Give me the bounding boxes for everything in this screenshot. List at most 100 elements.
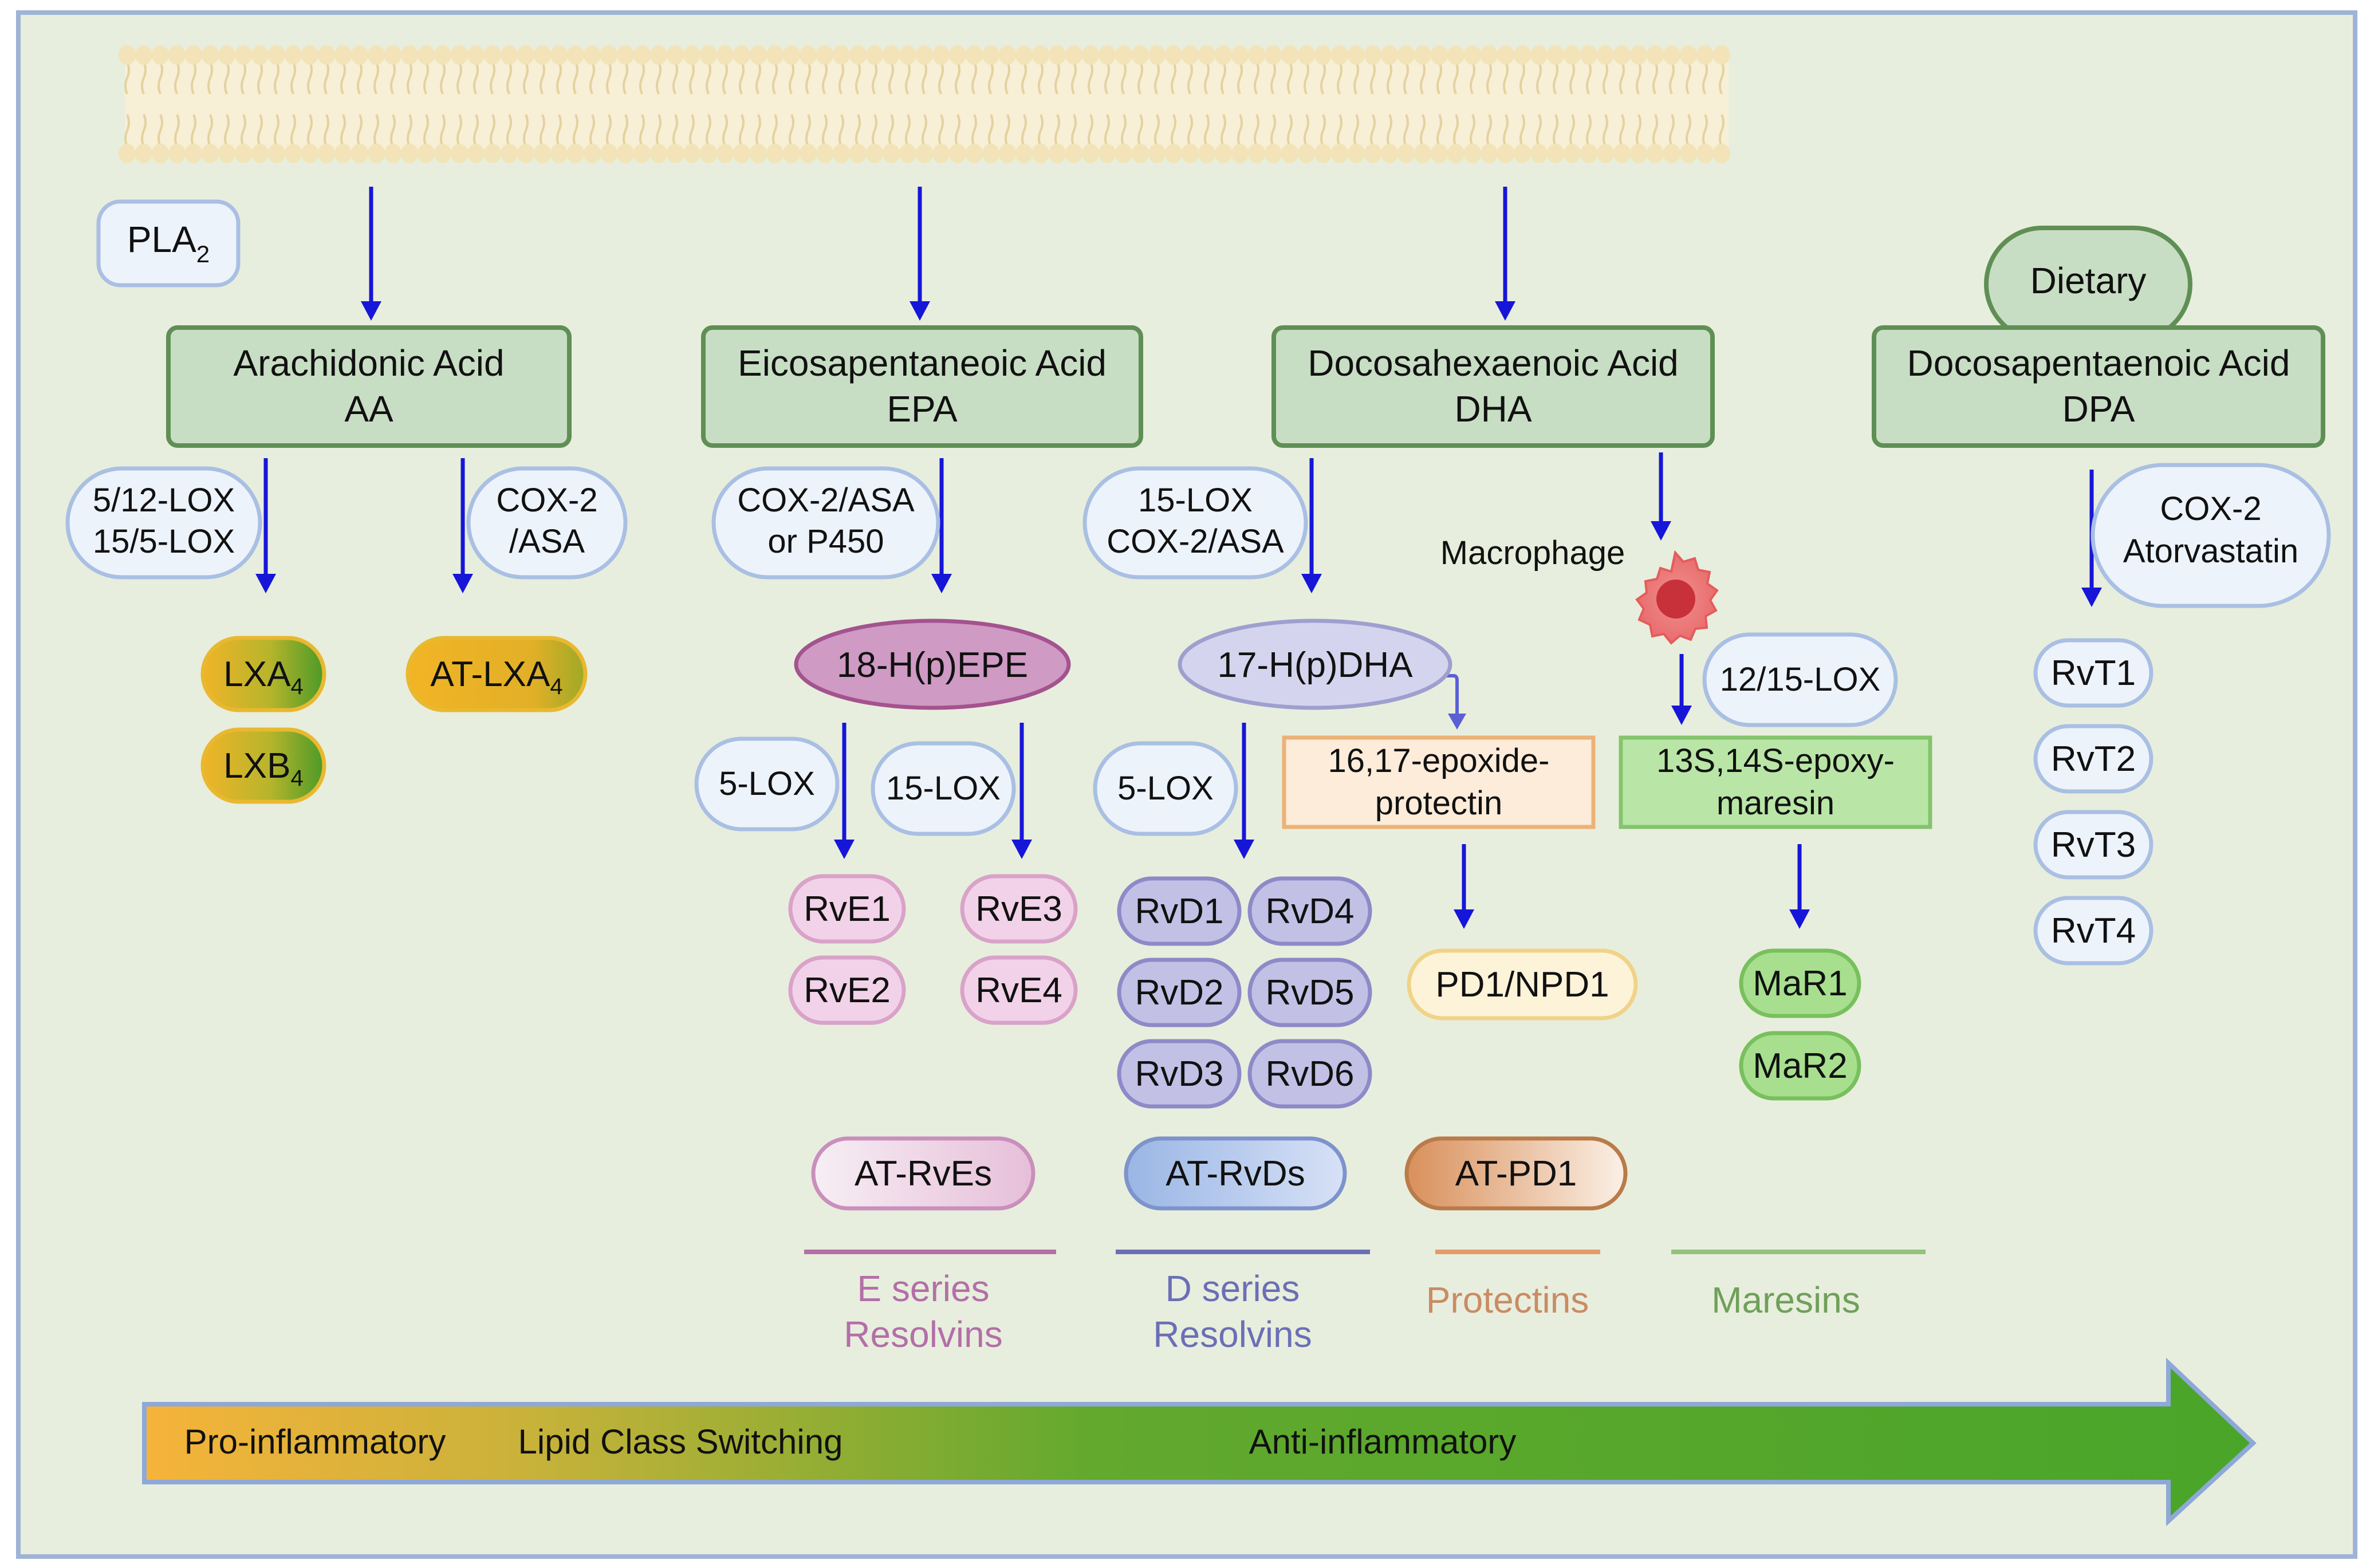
membrane-lipid-head: [833, 45, 850, 65]
membrane-lipid-head: [932, 45, 950, 65]
membrane-lipid-head: [1281, 144, 1298, 163]
membrane-lipid-head: [1447, 45, 1464, 65]
membrane-lipid-head: [1132, 45, 1149, 65]
lxa4-badge: LXA4: [200, 636, 326, 712]
membrane-lipid-head: [517, 144, 534, 163]
rvd3-label: RvD3: [1135, 1054, 1223, 1094]
membrane-lipid-head: [534, 144, 551, 163]
svg-text:LXA4: LXA4: [223, 655, 303, 699]
membrane-lipid-head: [1215, 144, 1232, 163]
membrane-lipid-head: [168, 144, 186, 163]
epoxide-protectin-line1: 16,17-epoxide-: [1328, 742, 1550, 779]
membrane-lipid-head: [1547, 144, 1564, 163]
membrane-lipid-head: [1431, 144, 1448, 163]
membrane-lipid-head: [1331, 144, 1348, 163]
membrane-lipid-head: [1331, 45, 1348, 65]
membrane-lipid-head: [218, 45, 235, 65]
rvd3-badge: RvD3: [1117, 1039, 1242, 1109]
membrane-lipid-head: [700, 144, 717, 163]
rve4-badge: RvE4: [960, 955, 1078, 1025]
membrane-lipid-head: [899, 144, 916, 163]
membrane-lipid-head: [1248, 144, 1265, 163]
membrane-lipid-head: [534, 45, 551, 65]
membrane-lipid-head: [650, 45, 667, 65]
acid-epa-box: Eicosapentaneoic Acid EPA: [701, 325, 1143, 448]
membrane-lipid-head: [418, 45, 435, 65]
membrane-lipid-head: [1198, 45, 1215, 65]
membrane-lipid-head: [185, 45, 202, 65]
rve3-badge: RvE3: [960, 874, 1078, 944]
enzyme-cox2-atorvastatin-line2: Atorvastatin: [2123, 533, 2298, 570]
class-d-series-line2: Resolvins: [1153, 1314, 1312, 1355]
membrane-lipid-head: [501, 144, 518, 163]
membrane-lipid-head: [501, 45, 518, 65]
membrane-lipid-head: [1630, 45, 1647, 65]
enzyme-cox2-asa-aa: COX-2 /ASA: [466, 466, 628, 580]
enzyme-cox2-asa-p450-line1: COX-2/ASA: [737, 482, 915, 519]
pro-inflammatory-label: Pro-inflammatory: [184, 1423, 446, 1461]
membrane-lipid-head: [1065, 45, 1082, 65]
mar2-label: MaR2: [1753, 1046, 1847, 1086]
class-e-series-line2: Resolvins: [844, 1314, 1002, 1355]
membrane-lipid-head: [368, 45, 385, 65]
at-lxa4-subscript: 4: [550, 674, 562, 699]
enzyme-cox2-asa-aa-line2: /ASA: [509, 523, 585, 560]
membrane-lipid-head: [716, 144, 734, 163]
rvt3-badge: RvT3: [2033, 810, 2153, 880]
membrane-lipid-head: [1397, 45, 1415, 65]
rve2-badge: RvE2: [788, 955, 906, 1025]
membrane-lipid-head: [1597, 144, 1614, 163]
membrane-lipid-head: [119, 144, 136, 163]
pla2-subscript: 2: [196, 241, 210, 267]
membrane-lipid-head: [816, 144, 833, 163]
membrane-lipid-head: [202, 144, 219, 163]
rve4-label: RvE4: [975, 971, 1062, 1010]
membrane-lipid-head: [1265, 45, 1282, 65]
rve1-badge: RvE1: [788, 874, 906, 944]
macrophage-cell-icon: [1635, 550, 1719, 645]
membrane-lipid-head: [135, 144, 152, 163]
membrane-lipid-head: [285, 45, 302, 65]
dietary-source: Dietary: [1984, 226, 2192, 342]
membrane-lipid-head: [982, 45, 999, 65]
membrane-lipid-head: [1530, 144, 1548, 163]
membrane-lipid-head: [185, 144, 202, 163]
arrow-macrophage-to-epoxy-maresin: [1671, 654, 1692, 725]
membrane-lipid-head: [484, 144, 501, 163]
membrane-lipid-head: [716, 45, 734, 65]
membrane-lipid-head: [667, 144, 684, 163]
membrane-lipid-head: [550, 45, 568, 65]
membrane-lipid-head: [1397, 144, 1415, 163]
membrane-lipid-head: [584, 45, 601, 65]
membrane-lipid-head: [1099, 45, 1116, 65]
membrane-lipid-head: [1231, 45, 1249, 65]
acid-dpa-box: Docosapentaenoic Acid DPA: [1872, 325, 2325, 448]
membrane-lipid-head: [434, 45, 451, 65]
membrane-lipid-head: [1630, 144, 1647, 163]
membrane-lipid-head: [667, 45, 684, 65]
membrane-lipid-head: [1464, 144, 1481, 163]
membrane-lipid-head: [334, 45, 352, 65]
intermediate-epoxide-protectin: 16,17-epoxide- protectin: [1282, 735, 1596, 829]
rvd4-badge: RvD4: [1247, 876, 1372, 946]
enzyme-5-12-lox: 5/12-LOX 15/5-LOX: [65, 466, 262, 580]
enzyme-15-lox-cox2-line1: 15-LOX: [1138, 482, 1253, 519]
membrane-lipid-head: [1497, 144, 1514, 163]
membrane-lipid-head: [1497, 45, 1514, 65]
membrane-lipid-head: [999, 45, 1016, 65]
membrane-lipid-head: [816, 45, 833, 65]
membrane-lipid-head: [1647, 45, 1664, 65]
lxb4-label: LXB: [223, 746, 290, 786]
rvt1-badge: RvT1: [2033, 638, 2153, 708]
arrow-epe-to-rve1: [834, 723, 855, 859]
membrane-lipid-head: [1364, 144, 1381, 163]
membrane-lipid-head: [152, 144, 169, 163]
membrane-lipid-head: [700, 45, 717, 65]
intermediate-epoxy-maresin: 13S,14S-epoxy- maresin: [1619, 735, 1932, 829]
membrane-lipid-head: [517, 45, 534, 65]
membrane-lipid-head: [733, 144, 750, 163]
class-e-series-line1: E series: [857, 1268, 989, 1309]
membrane-lipid-head: [1015, 144, 1033, 163]
membrane-lipid-head: [1381, 144, 1398, 163]
